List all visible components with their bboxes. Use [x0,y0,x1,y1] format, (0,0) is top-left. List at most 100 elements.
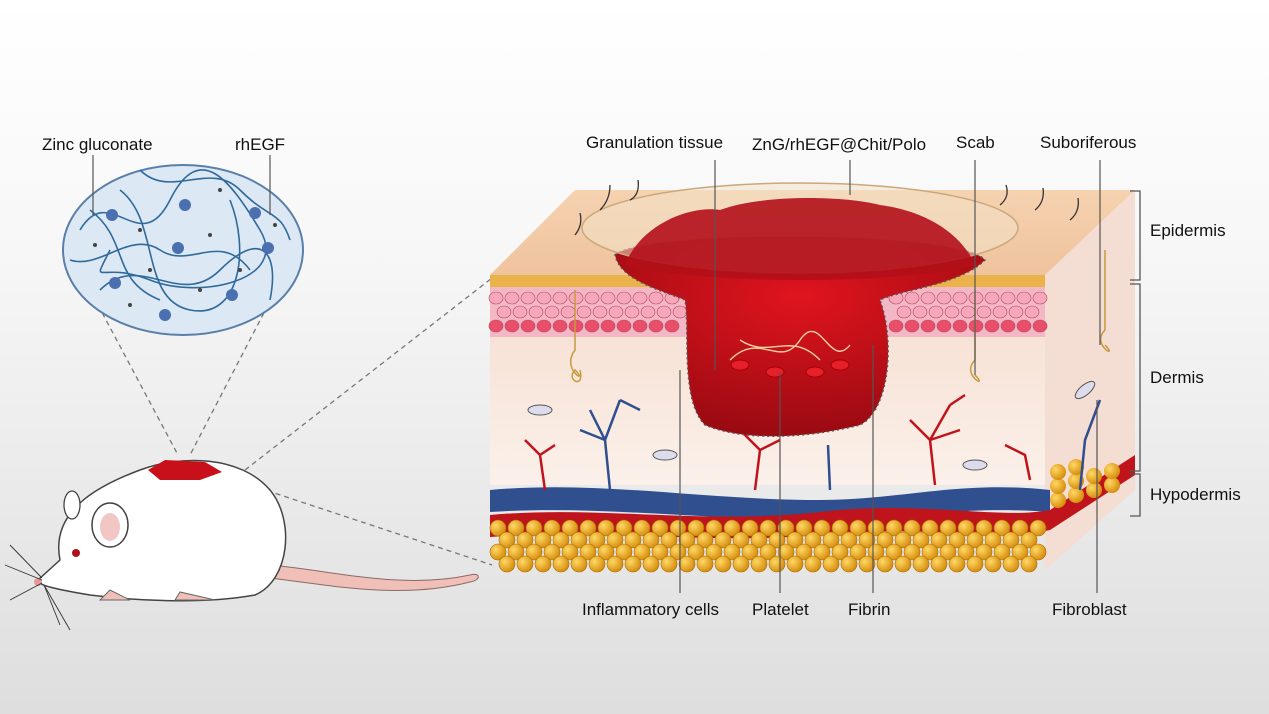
label-epidermis: Epidermis [1150,221,1226,240]
fat-cell [669,519,687,537]
fat-cell [741,543,759,561]
fat-cell [687,519,705,537]
epidermal-cell [904,319,920,333]
fat-cell [930,531,948,549]
epidermal-cell [984,291,1000,305]
fat-cell [939,543,957,561]
fat-cell [984,555,1002,573]
epidermal-cell [488,291,504,305]
epidermal-cell [560,305,576,319]
fat-cell [714,531,732,549]
epidermal-cell [520,319,536,333]
fat-cell [1068,487,1084,503]
fat-cell [588,555,606,573]
fat-cell [1011,519,1029,537]
epidermal-cell [904,291,920,305]
fat-cell [1068,459,1084,475]
epidermal-cell [1016,291,1032,305]
mouse-illustration [4,459,479,631]
fat-cell [777,543,795,561]
epidermal-cell [1000,291,1016,305]
fat-cell [606,555,624,573]
epidermal-cell [1032,319,1048,333]
mouse-tail [269,564,479,592]
epidermal-cell [568,291,584,305]
fat-cell [1029,519,1047,537]
epidermal-cell [976,305,992,319]
label-scab: Scab [956,133,995,152]
fat-cell [858,531,876,549]
epidermal-cell [640,305,656,319]
fat-cell [894,531,912,549]
fat-cell [822,555,840,573]
fat-cell [723,543,741,561]
fat-cell [498,555,516,573]
fat-cell [597,543,615,561]
epidermal-cell [968,291,984,305]
label-inflammatory-cells: Inflammatory cells [582,600,719,619]
fat-cell [741,519,759,537]
fat-cell [876,531,894,549]
fat-cell [633,543,651,561]
fat-cell [921,543,939,561]
epidermal-cell [920,319,936,333]
label-dermis: Dermis [1150,368,1204,387]
fat-cell [885,519,903,537]
fat-cell [678,531,696,549]
epidermal-cell [600,291,616,305]
epidermal-cell [952,291,968,305]
epidermal-cell [1008,305,1024,319]
fat-cell [516,555,534,573]
mouse-whiskers [4,544,71,631]
fat-cell [1086,482,1102,498]
fat-cell [705,519,723,537]
epidermal-cell [528,305,544,319]
fat-cell [957,543,975,561]
fat-cell [687,543,705,561]
fat-cell [534,531,552,549]
epidermal-cell [504,319,520,333]
epidermal-cell [1032,291,1048,305]
epidermal-cell [936,291,952,305]
epidermal-cell [616,291,632,305]
fat-cell [912,531,930,549]
fat-cell [975,519,993,537]
fat-cell [525,543,543,561]
wound-bed [614,236,987,437]
fat-cell [651,519,669,537]
fat-cell [1029,543,1047,561]
fat-cell [894,555,912,573]
fat-cell [948,531,966,549]
fat-cell [615,519,633,537]
epidermal-cell [1016,319,1032,333]
fat-cell [552,555,570,573]
fat-cell [723,519,741,537]
hydrogel-network-inset [62,164,304,336]
fat-cell [1050,478,1066,494]
label-zinc-gluconate: Zinc gluconate [42,135,153,154]
fat-cell [750,531,768,549]
fat-cell [921,519,939,537]
epidermal-cell [896,305,912,319]
zoom-lines [97,277,493,566]
fat-cell [561,519,579,537]
fat-cell [651,543,669,561]
epidermal-cell [536,291,552,305]
fat-cell [1002,531,1020,549]
fat-cell [966,555,984,573]
epidermal-cell [520,291,536,305]
fat-cell [597,519,615,537]
fat-cell [903,519,921,537]
fat-cell [1050,492,1066,508]
fat-cell [975,543,993,561]
fat-cell [822,531,840,549]
label-platelet: Platelet [752,600,809,619]
fat-cell [993,543,1011,561]
bottom-leader-lines [679,345,1098,593]
fat-cell [813,519,831,537]
epidermal-cell [960,305,976,319]
epidermal-cell [664,319,680,333]
platelets [730,359,850,378]
epidermal-cell [928,305,944,319]
